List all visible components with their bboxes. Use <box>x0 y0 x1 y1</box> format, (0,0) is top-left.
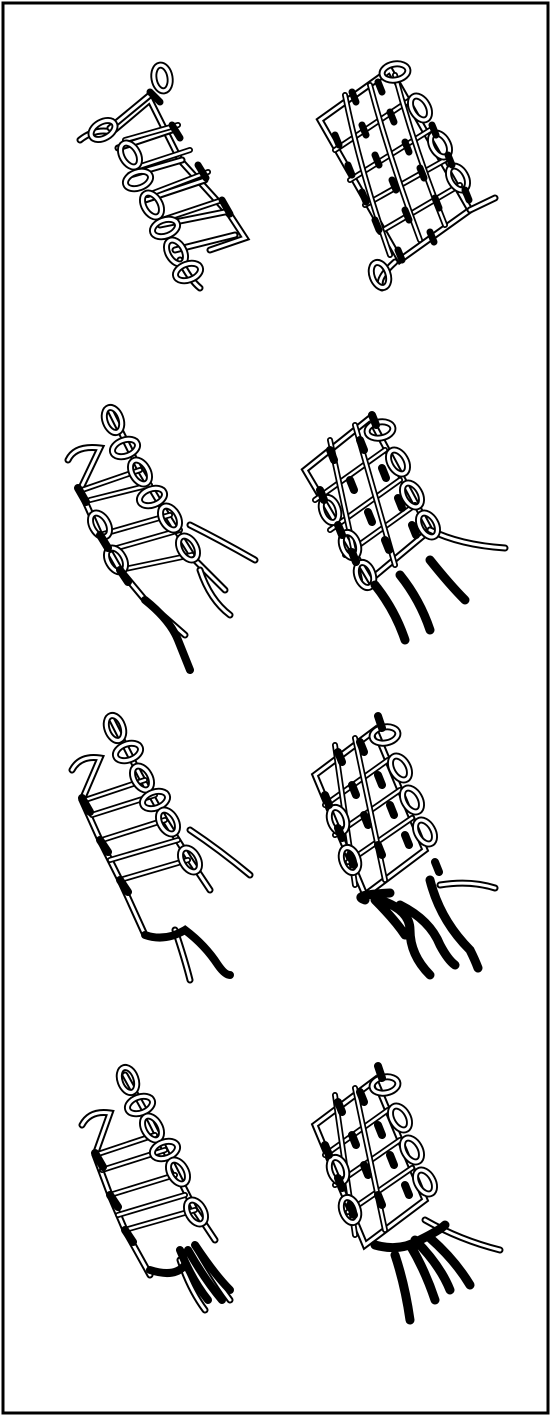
stitch-diagram-figure <box>0 0 551 1416</box>
